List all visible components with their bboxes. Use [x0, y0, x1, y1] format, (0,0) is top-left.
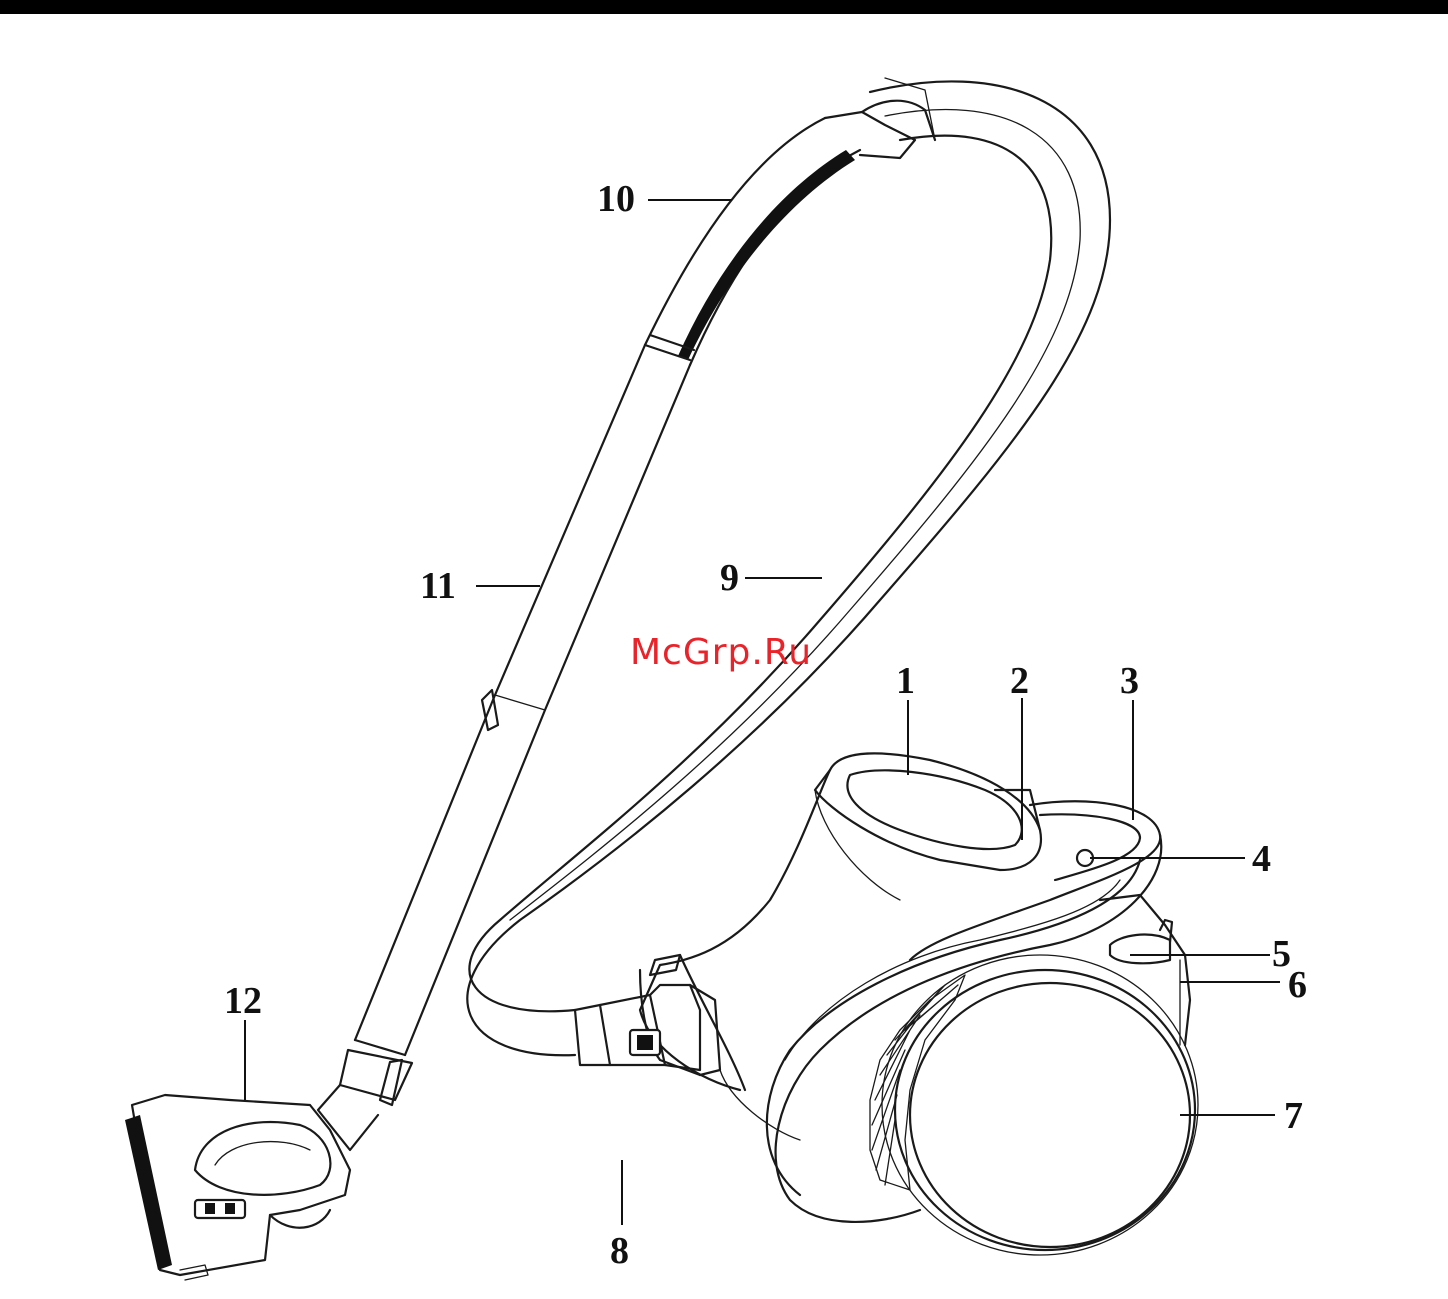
callout-labels: 10 11 9 1 2 3 4 5 6 7 8 12	[224, 178, 1307, 1272]
callout-12: 12	[224, 980, 262, 1022]
watermark-text: McGrp.Ru	[630, 632, 812, 673]
callout-7: 7	[1284, 1095, 1303, 1137]
callout-8: 8	[610, 1230, 629, 1272]
callout-3: 3	[1120, 660, 1139, 702]
callout-11: 11	[420, 565, 456, 607]
callout-1: 1	[896, 660, 915, 702]
callout-10: 10	[597, 178, 635, 220]
callout-6: 6	[1288, 964, 1307, 1006]
vacuum-body	[575, 753, 1198, 1255]
flexible-hose	[467, 81, 1110, 1055]
hose-handle	[645, 78, 935, 365]
callout-2: 2	[1010, 660, 1029, 702]
callout-4: 4	[1252, 838, 1271, 880]
floor-nozzle	[125, 1095, 350, 1280]
callout-9: 9	[720, 557, 739, 599]
